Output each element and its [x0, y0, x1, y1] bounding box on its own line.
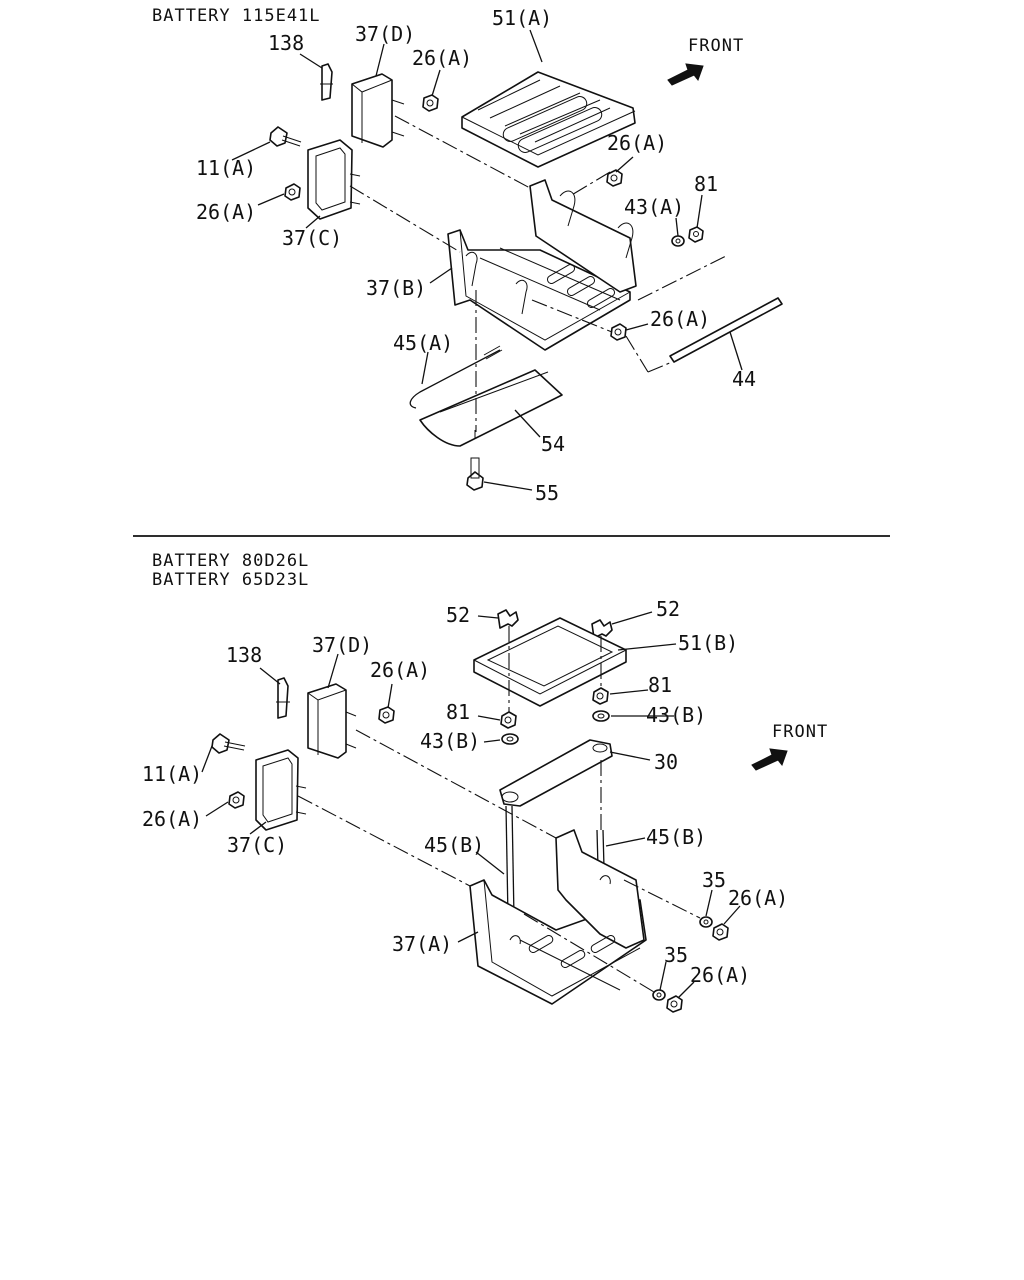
bolt-part: [466, 457, 484, 491]
label-26a: 26(A): [690, 963, 750, 987]
rod-part: [669, 297, 783, 363]
label-37d: 37(D): [312, 633, 372, 657]
washer-part: [501, 733, 519, 745]
label-37b: 37(B): [366, 276, 426, 300]
label-52: 52: [446, 603, 470, 627]
nut-part: [592, 687, 609, 705]
label-138: 138: [226, 643, 262, 667]
battery-tray-part: [469, 829, 647, 1005]
wing-nut-part: [497, 609, 519, 629]
label-35: 35: [664, 943, 688, 967]
leader-lines: [201, 611, 741, 999]
upper-bracket-part: [351, 73, 405, 148]
nut-part: [666, 995, 683, 1013]
label-81: 81: [648, 673, 672, 697]
label-26a: 26(A): [142, 807, 202, 831]
lower-bracket-part: [307, 139, 361, 220]
label-26a: 26(A): [370, 658, 430, 682]
nut-part: [688, 226, 704, 243]
front-arrow-icon: [667, 63, 704, 86]
label-51a: 51(A): [492, 6, 552, 30]
nut-part: [378, 706, 395, 724]
nut-part: [712, 923, 729, 941]
front-label: FRONT: [772, 722, 828, 742]
label-45a: 45(A): [393, 331, 453, 355]
section-bottom: BATTERY 80D26L BATTERY 65D23L FRONT: [142, 551, 828, 1013]
label-26a: 26(A): [728, 886, 788, 910]
label-54: 54: [541, 432, 565, 456]
label-35: 35: [702, 868, 726, 892]
section-title: BATTERY 115E41L: [152, 6, 321, 26]
hook-bolt-part: [320, 63, 333, 101]
battery-tray-part: [447, 179, 637, 351]
label-81: 81: [694, 172, 718, 196]
label-81: 81: [446, 700, 470, 724]
nut-part: [284, 183, 301, 201]
label-37a: 37(A): [392, 932, 452, 956]
center-lines: [349, 115, 727, 432]
bolt-part: [211, 733, 246, 754]
label-11a: 11(A): [196, 156, 256, 180]
label-51b: 51(B): [678, 631, 738, 655]
label-26a: 26(A): [650, 307, 710, 331]
nut-part: [500, 711, 517, 729]
clamp-bar-part: [499, 739, 613, 807]
label-37c: 37(C): [282, 226, 342, 250]
nut-part: [228, 791, 245, 809]
battery-cover-part: [461, 71, 636, 168]
upper-bracket-part: [307, 683, 357, 759]
hook-bolt-part: [276, 677, 290, 719]
label-138: 138: [268, 31, 304, 55]
label-26a: 26(A): [607, 131, 667, 155]
label-30: 30: [654, 750, 678, 774]
label-26a: 26(A): [412, 46, 472, 70]
section-title: BATTERY 80D26L: [152, 551, 309, 571]
washer-part: [652, 989, 666, 1001]
label-26a: 26(A): [196, 200, 256, 224]
label-45b: 45(B): [646, 825, 706, 849]
label-43a: 43(A): [624, 195, 684, 219]
lower-bracket-part: [255, 749, 307, 831]
hook-rod-part: [409, 345, 503, 409]
label-37d: 37(D): [355, 22, 415, 46]
battery-cover-part: [473, 617, 627, 707]
washer-part: [699, 916, 713, 928]
front-arrow-icon: [751, 748, 788, 771]
nut-part: [606, 169, 623, 187]
front-label: FRONT: [688, 36, 744, 56]
center-lines: [297, 626, 701, 993]
label-45b: 45(B): [424, 833, 484, 857]
washer-part: [671, 235, 685, 247]
label-44: 44: [732, 367, 756, 391]
label-55: 55: [535, 481, 559, 505]
nut-part: [422, 94, 439, 112]
holder-part: [419, 369, 563, 447]
section-title: BATTERY 65D23L: [152, 570, 309, 590]
bolt-part: [269, 126, 302, 147]
leader-lines: [231, 29, 743, 491]
section-top: BATTERY 115E41L FRONT: [152, 6, 783, 505]
washer-part: [592, 710, 610, 722]
label-52: 52: [656, 597, 680, 621]
label-43b: 43(B): [420, 729, 480, 753]
label-43b: 43(B): [646, 703, 706, 727]
label-37c: 37(C): [227, 833, 287, 857]
nut-part: [610, 323, 627, 341]
label-11a: 11(A): [142, 762, 202, 786]
